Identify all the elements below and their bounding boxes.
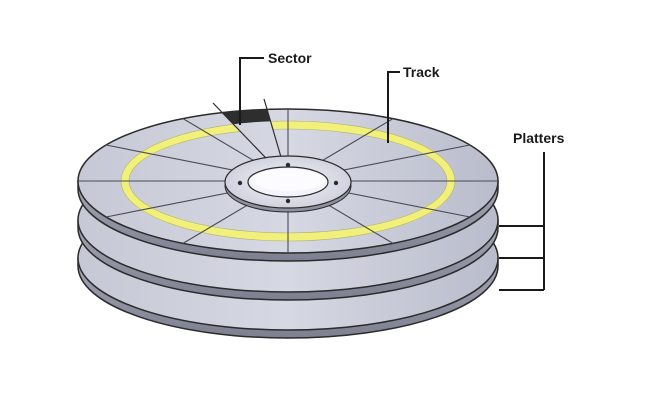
- track-label: Track: [403, 64, 440, 80]
- spindle-hub: [224, 155, 352, 213]
- sector-callout-line: [239, 57, 264, 125]
- sector-label: Sector: [268, 50, 312, 66]
- platters-callout-lines: [499, 152, 545, 291]
- platters-label: Platters: [513, 130, 565, 146]
- platter-1: [77, 98, 499, 262]
- track-callout-line: [387, 71, 400, 143]
